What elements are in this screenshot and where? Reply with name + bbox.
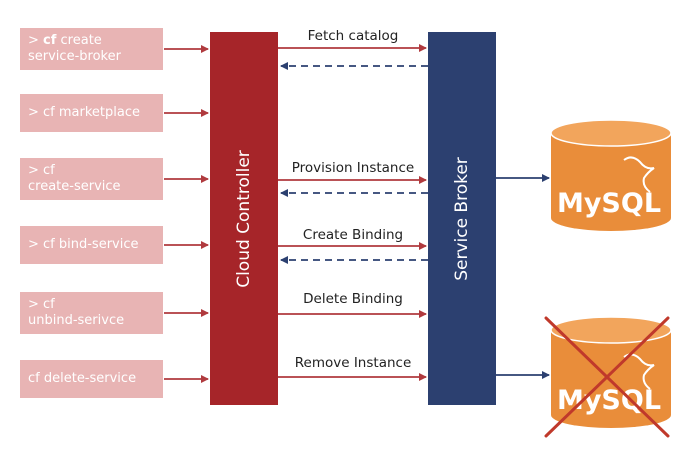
- delete-cross-icon: [544, 316, 670, 438]
- mysql-database-icon: MySQL: [550, 119, 672, 231]
- mysql-database-deleted-icon: MySQL: [544, 316, 672, 438]
- command-marketplace: > cf marketplace: [20, 94, 163, 132]
- op-label-fetch-catalog: Fetch catalog: [307, 28, 399, 44]
- op-label-remove-instance: Remove Instance: [294, 355, 412, 371]
- db-1-label: MySQL: [557, 188, 661, 219]
- command-delete-service: cf delete-service: [20, 360, 163, 398]
- command-bind-service: > cf bind-service: [20, 226, 163, 264]
- cf-keyword: cf: [43, 33, 57, 48]
- command-unbind-service: > cf unbind-serivce: [20, 292, 163, 334]
- service-broker: Service Broker: [428, 32, 496, 405]
- command-create-service: > cf create-service: [20, 158, 163, 200]
- cloud-controller: Cloud Controller: [210, 32, 278, 405]
- op-label-create-binding: Create Binding: [302, 227, 404, 243]
- op-label-delete-binding: Delete Binding: [303, 291, 403, 307]
- command-create-service-broker: > cf create service-broker: [20, 28, 163, 70]
- op-label-provision-instance: Provision Instance: [291, 160, 415, 176]
